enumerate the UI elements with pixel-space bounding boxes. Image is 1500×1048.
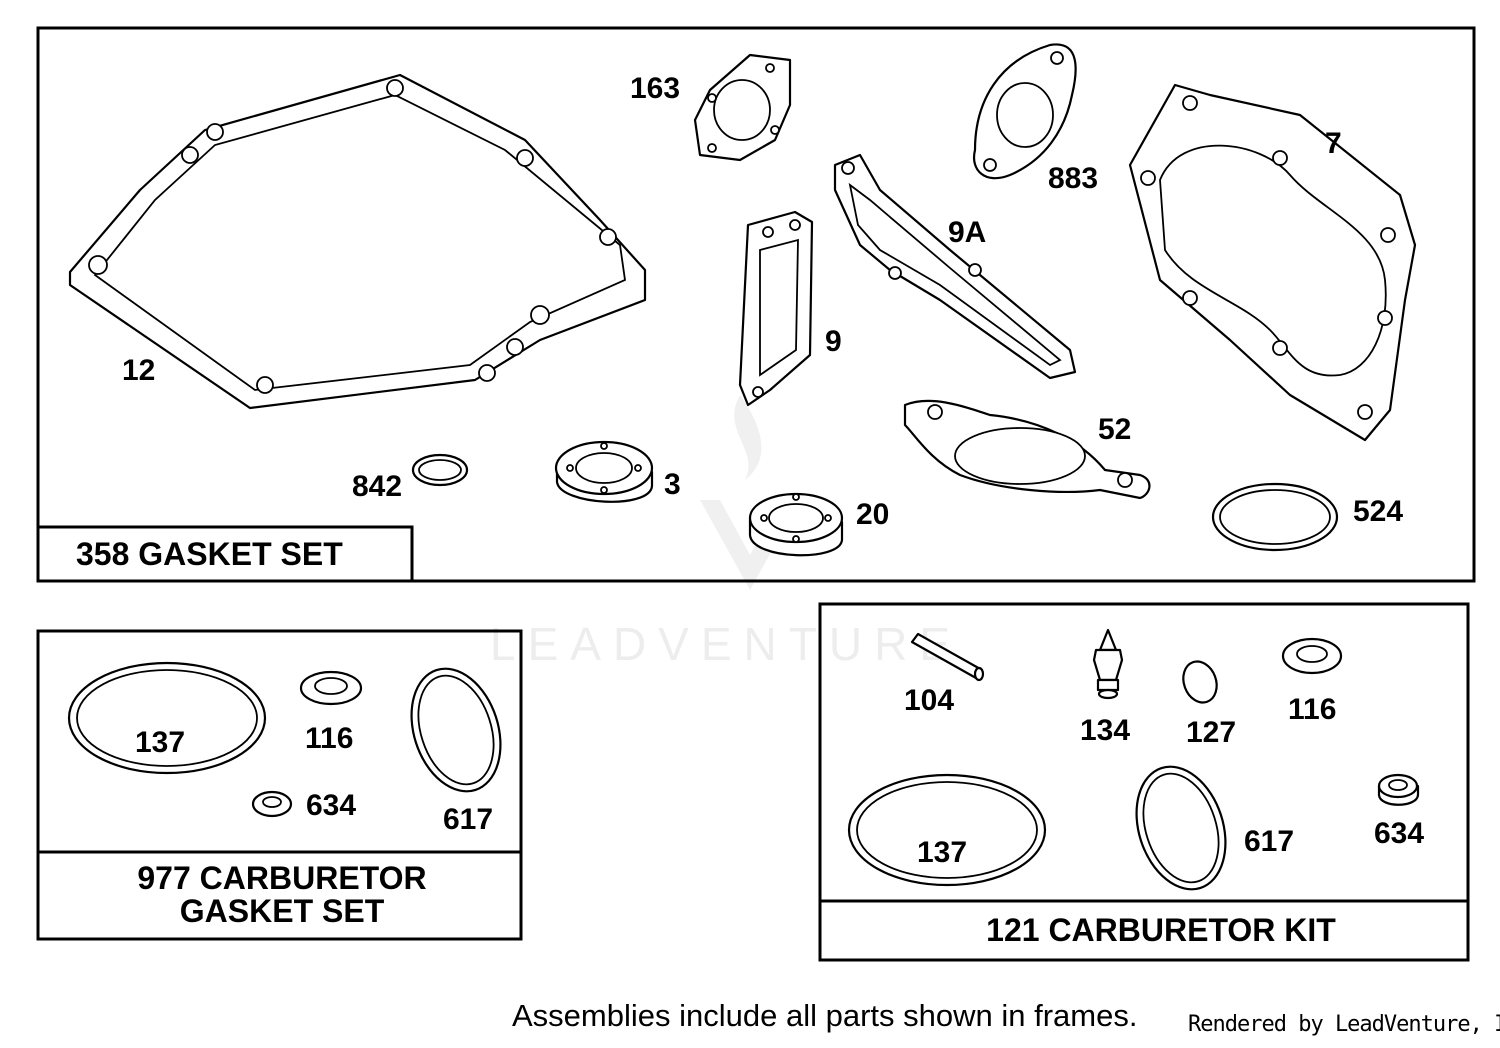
o-ring-137-b <box>847 773 1047 887</box>
carb-gasket-set-frame: 977 CARBURETOR GASKET SET <box>36 629 523 941</box>
ring-524 <box>1211 482 1339 552</box>
part-label-12: 12 <box>122 354 155 387</box>
part-label-9: 9 <box>825 325 842 358</box>
oil-seal-3 <box>554 440 654 503</box>
ring-617-a <box>410 667 502 793</box>
leadventure-watermark: LEADVENTURE <box>490 395 962 670</box>
oil-seal-20 <box>748 492 844 557</box>
carb-gasket-set-title-line1: 977 CARBURETOR <box>137 860 426 896</box>
ring-842 <box>411 453 469 487</box>
part-label-104: 104 <box>904 684 954 717</box>
carb-gasket-set-title-line2: GASKET SET <box>180 893 385 929</box>
washer-116-a <box>299 670 363 706</box>
part-label-883: 883 <box>1048 162 1098 195</box>
part-label-3: 3 <box>664 468 681 501</box>
o-ring-137-a <box>67 661 267 775</box>
part-label-617-b: 617 <box>1244 825 1294 858</box>
watermark-text: LEADVENTURE <box>490 618 962 670</box>
part-label-163: 163 <box>630 72 680 105</box>
footer-credit: Rendered by LeadVenture, Inc. <box>1188 1012 1500 1037</box>
part-label-617-a: 617 <box>443 803 493 836</box>
part-label-9a: 9A <box>948 216 986 249</box>
gasket-163 <box>693 53 792 162</box>
part-label-137-b: 137 <box>917 836 967 869</box>
part-label-127: 127 <box>1186 716 1236 749</box>
ring-617-b <box>1135 765 1227 891</box>
carb-kit-frame: 121 CARBURETOR KIT <box>818 602 1470 962</box>
needle-134 <box>1092 628 1124 700</box>
head-gasket-7 <box>1128 83 1417 442</box>
washer-116-b <box>1281 637 1343 675</box>
part-label-116-b: 116 <box>1288 693 1336 726</box>
gasket-883 <box>972 43 1077 180</box>
gasket-9a <box>833 153 1077 380</box>
part-label-842: 842 <box>352 470 402 503</box>
gasket-set-frame: 358 GASKET SET <box>36 26 1476 583</box>
crankcase-gasket-12 <box>68 73 647 410</box>
part-label-524: 524 <box>1353 495 1403 528</box>
footer-note: Assemblies include all parts shown in fr… <box>512 998 1138 1033</box>
part-label-137-a: 137 <box>135 726 185 759</box>
part-label-20: 20 <box>856 498 889 531</box>
gasket-52 <box>903 399 1151 500</box>
pin-104 <box>910 632 985 682</box>
part-label-134: 134 <box>1080 714 1130 747</box>
washer-634-a <box>251 790 293 818</box>
part-label-634-b: 634 <box>1374 817 1424 850</box>
gasket-9 <box>738 210 814 407</box>
part-label-634-a: 634 <box>306 789 356 822</box>
part-label-116-a: 116 <box>305 722 353 755</box>
part-label-7: 7 <box>1325 127 1342 160</box>
part-label-52: 52 <box>1098 413 1131 446</box>
gasket-set-title: 358 GASKET SET <box>76 536 343 572</box>
washer-634-b <box>1377 773 1420 806</box>
carb-kit-title: 121 CARBURETOR KIT <box>986 912 1336 948</box>
plug-127 <box>1182 660 1218 704</box>
